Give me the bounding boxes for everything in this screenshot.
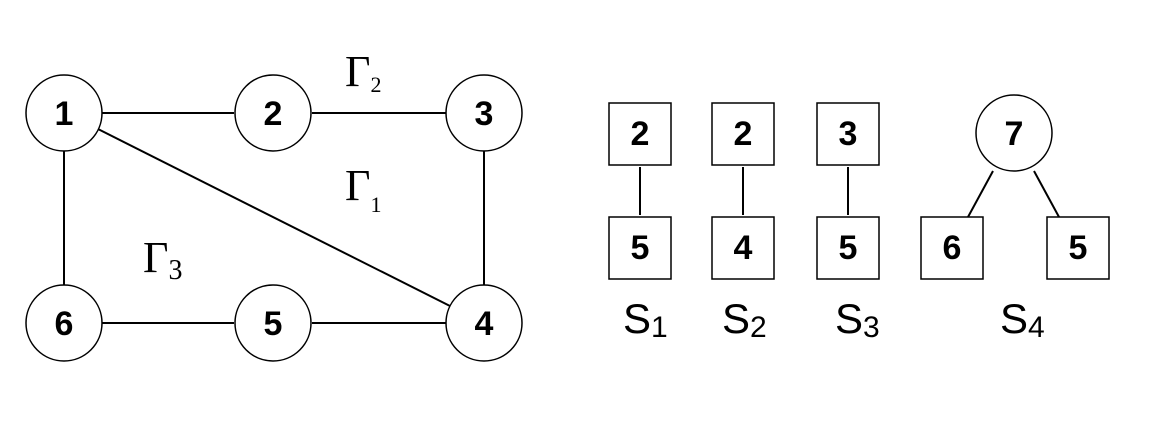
region-label-gamma-2: Γ2 (345, 47, 381, 97)
structure-label-s4: S4 (1000, 295, 1045, 344)
box-node (816, 102, 880, 166)
structure-label-s3: S3 (835, 295, 880, 344)
node-label: 5 (839, 229, 858, 267)
box-node (1046, 216, 1110, 280)
node-label: 2 (631, 115, 650, 153)
structure-s4: 7 6 5 S4 (920, 94, 1110, 344)
box-node (816, 216, 880, 280)
graph-node-4: 4 (445, 284, 523, 362)
node-label: 5 (264, 305, 283, 343)
node-label: 2 (264, 95, 283, 133)
graph-node-2: 2 (234, 74, 312, 152)
box-node (608, 216, 672, 280)
box-node (608, 102, 672, 166)
structure-label-s2: S2 (722, 295, 767, 344)
node-label: 6 (943, 229, 962, 267)
node-label: 5 (631, 229, 650, 267)
graph: 1 2 3 4 5 6 Γ2 Γ1 Γ3 (25, 47, 523, 362)
edge-1-4 (95, 127, 451, 307)
node-label: 2 (734, 115, 753, 153)
node-label: 3 (839, 115, 858, 153)
root-node (975, 94, 1053, 172)
node-label: 4 (734, 229, 753, 267)
node-label: 7 (1005, 115, 1024, 153)
region-label-gamma-1: Γ1 (345, 161, 381, 217)
node-label: 6 (55, 305, 74, 343)
node-label: 5 (1069, 229, 1088, 267)
structure-s3: 3 5 S3 (816, 102, 880, 344)
box-node (711, 102, 775, 166)
graph-node-6: 6 (25, 284, 103, 362)
structure-label-s1: S1 (623, 295, 668, 344)
box-node (711, 216, 775, 280)
box-node (920, 216, 984, 280)
structure-s1: 2 5 S1 (608, 102, 672, 344)
node-label: 1 (55, 95, 74, 133)
node-label: 3 (475, 95, 494, 133)
graph-node-3: 3 (445, 74, 523, 152)
graph-node-5: 5 (234, 284, 312, 362)
structure-s2: 2 4 S2 (711, 102, 775, 344)
graph-node-1: 1 (25, 74, 103, 152)
region-label-gamma-3: Γ3 (143, 233, 182, 286)
node-label: 4 (475, 305, 494, 343)
